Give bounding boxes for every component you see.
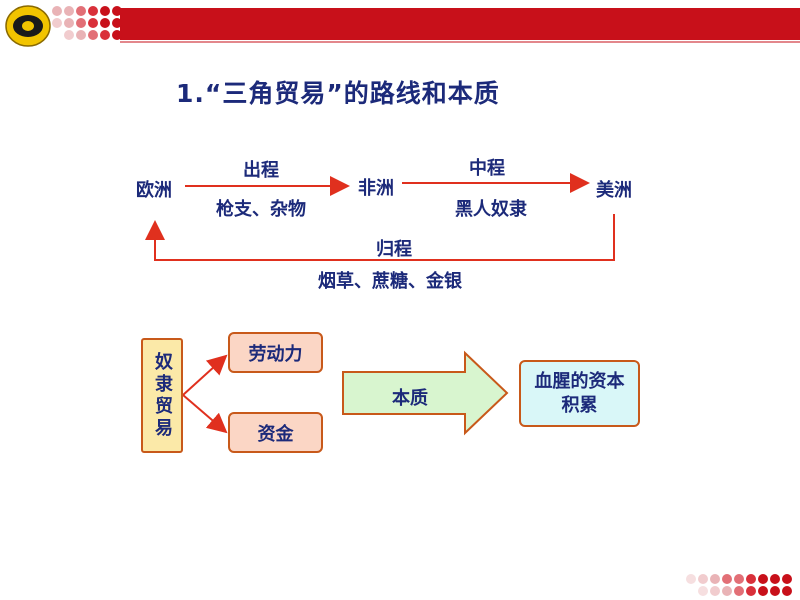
- essence-block-arrow: [342, 350, 509, 436]
- arrow-to-labor: [182, 354, 228, 396]
- leg1-name: 出程: [243, 160, 279, 181]
- page-title: 1.“三角贸易”的路线和本质: [176, 79, 500, 108]
- emblem-logo-icon: [5, 5, 51, 47]
- header-bar: [120, 8, 800, 43]
- result-box: 血腥的资本积累: [519, 360, 640, 427]
- node-africa: 非洲: [358, 178, 394, 199]
- capital-box: 资金: [228, 412, 323, 453]
- decorative-dots-bottom: [686, 570, 796, 598]
- leg3-name: 归程: [376, 239, 412, 260]
- leg2-cargo: 黑人奴隶: [455, 199, 527, 220]
- essence-arrow-label: 本质: [392, 388, 428, 409]
- node-europe: 欧洲: [136, 180, 172, 201]
- decorative-dots-top: [52, 6, 122, 40]
- leg1-cargo: 枪支、杂物: [216, 199, 306, 220]
- node-america: 美洲: [596, 180, 632, 201]
- arrow-to-capital: [182, 394, 228, 434]
- labor-box: 劳动力: [228, 332, 323, 373]
- slave-trade-box: 奴隶贸易: [141, 338, 183, 453]
- arrow-america-europe: [145, 214, 615, 261]
- leg3-cargo: 烟草、蔗糖、金银: [318, 271, 462, 292]
- leg2-name: 中程: [469, 158, 505, 179]
